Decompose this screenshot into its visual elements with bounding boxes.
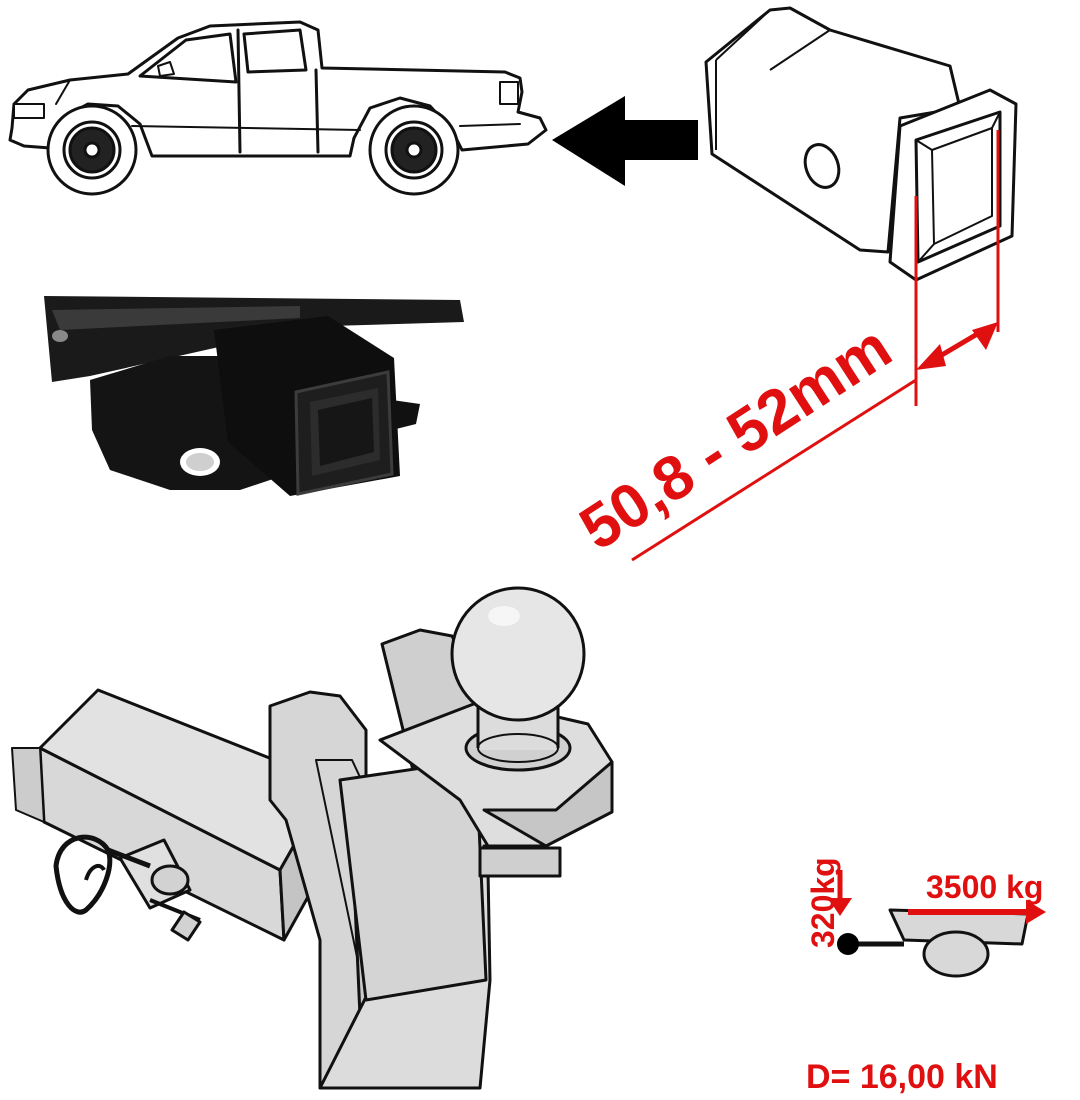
receiver-tube-icon	[704, 6, 1018, 282]
tongue-load-label: 320kg	[805, 857, 841, 948]
tongue-load-arrow	[828, 870, 852, 916]
towing-capacity-label: 3500 kg	[926, 869, 1043, 905]
ball-mount-icon	[11, 586, 614, 1090]
d-value-label: D= 16,00 kN	[806, 1058, 998, 1096]
receiver-size-label: 50,8 - 52mm	[568, 313, 903, 564]
towing-capacity-arrow	[908, 900, 1046, 924]
trailer-icon	[837, 908, 1030, 978]
receiver-dimension-lines	[631, 130, 1000, 562]
direction-arrow-icon	[552, 96, 698, 186]
pickup-truck-icon	[8, 20, 548, 196]
coupling-ball-icon	[837, 933, 859, 955]
hitch-photo-icon	[44, 296, 464, 496]
